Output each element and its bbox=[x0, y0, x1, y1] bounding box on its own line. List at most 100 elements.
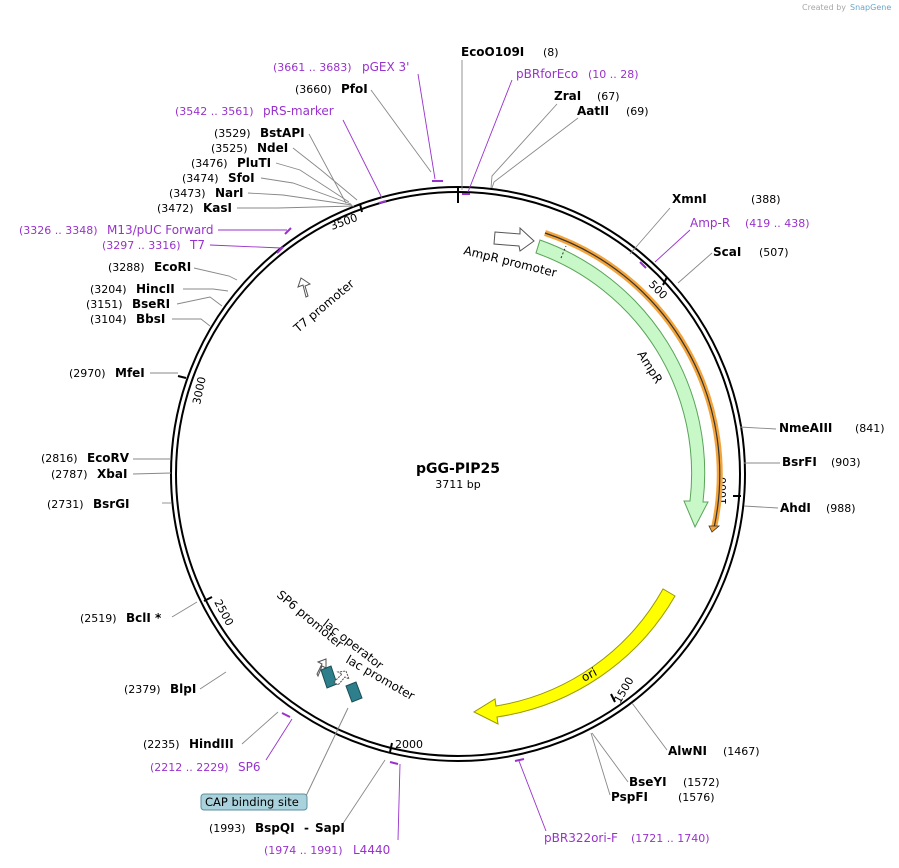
tick-label-3000: 3000 bbox=[190, 376, 209, 406]
primer-leader-ampr bbox=[654, 229, 691, 263]
features bbox=[297, 226, 723, 725]
leader-ahdi bbox=[743, 505, 779, 509]
site-label-ecori[interactable]: EcoRI bbox=[154, 260, 191, 274]
site-label-xbai[interactable]: XbaI bbox=[97, 467, 127, 481]
primer-label-sp6[interactable]: SP6 bbox=[238, 760, 261, 774]
site-pos-bseyi: (1572) bbox=[683, 776, 720, 789]
primer-range-m13: (3326 .. 3348) bbox=[19, 224, 98, 237]
leader-bbsi bbox=[172, 318, 211, 327]
site-pos-blpi: (2379) bbox=[124, 683, 161, 696]
site-pos-bstapi: (3529) bbox=[214, 127, 251, 140]
primer-mark-ampr bbox=[639, 261, 647, 269]
site-pos-bsrgi: (2731) bbox=[47, 498, 84, 511]
primer-range-t7: (3297 .. 3316) bbox=[102, 239, 181, 252]
site-label-kasi[interactable]: KasI bbox=[203, 201, 232, 215]
site-label-bspqi[interactable]: BspQI bbox=[255, 821, 295, 835]
t7-promoter-arrow bbox=[297, 277, 312, 298]
primer-range-pgex3: (3661 .. 3683) bbox=[273, 61, 352, 74]
site-label-scai[interactable]: ScaI bbox=[713, 245, 741, 259]
site-pos-pspfi: (1576) bbox=[678, 791, 715, 804]
primer-label-l4440[interactable]: L4440 bbox=[353, 843, 390, 857]
primer-label-ampr[interactable]: Amp-R bbox=[690, 216, 730, 230]
leader-bstapi bbox=[308, 133, 347, 204]
site-label-blpi[interactable]: BlpI bbox=[170, 682, 196, 696]
site-pos-mfei: (2970) bbox=[69, 367, 106, 380]
enzyme-labels: EcoO109I (8) ZraI (67) AatII (69) XmnI (… bbox=[41, 45, 885, 835]
primer-leader-pbr322 bbox=[518, 760, 547, 832]
leader-pluti bbox=[275, 162, 350, 203]
site-pos-zrai: (67) bbox=[597, 90, 620, 103]
site-pos-bsrfi: (903) bbox=[831, 456, 861, 469]
site-label-sfoi[interactable]: SfoI bbox=[228, 171, 255, 185]
site-pos-xbai: (2787) bbox=[51, 468, 88, 481]
site-label-pfoi[interactable]: PfoI bbox=[341, 82, 368, 96]
site-label-bseyi[interactable]: BseYI bbox=[629, 775, 667, 789]
site-label-bstapi[interactable]: BstAPI bbox=[260, 126, 305, 140]
leader-pspfi bbox=[590, 732, 611, 796]
primer-range-sp6: (2212 .. 2229) bbox=[150, 761, 229, 774]
primer-leader-prsmarker bbox=[342, 119, 383, 199]
site-pos-kasi: (3472) bbox=[157, 202, 194, 215]
site-label-pluti[interactable]: PluTI bbox=[237, 156, 271, 170]
primer-mark-sp6 bbox=[281, 712, 291, 718]
leader-zrai bbox=[490, 103, 558, 189]
site-label-bcli[interactable]: BclI * bbox=[126, 611, 162, 625]
tick-label-2000: 2000 bbox=[395, 738, 423, 751]
site-pos-ecorv: (2816) bbox=[41, 452, 78, 465]
ampr-gene-arrow bbox=[535, 239, 709, 529]
leader-hincii bbox=[183, 288, 229, 292]
site-pos-bspqi: (1993) bbox=[209, 822, 246, 835]
tick-mark-1500 bbox=[610, 693, 616, 703]
lac-operator-box-2 bbox=[345, 681, 363, 703]
primer-label-t7[interactable]: T7 bbox=[189, 238, 205, 252]
site-label-nmeaiii[interactable]: NmeAIII bbox=[779, 421, 832, 435]
feature-label-cap: CAP binding site bbox=[205, 795, 299, 809]
site-label-ecorv[interactable]: EcoRV bbox=[87, 451, 130, 465]
site-label-bbsi[interactable]: BbsI bbox=[136, 312, 165, 326]
primer-labels: (3661 .. 3683) pGEX 3' pBRforEco (10 .. … bbox=[19, 60, 810, 857]
primer-label-pbrforeco[interactable]: pBRforEco bbox=[516, 67, 578, 81]
site-pos-bseri: (3151) bbox=[86, 298, 123, 311]
site-pos-bbsi: (3104) bbox=[90, 313, 127, 326]
site-label-bsrgi[interactable]: BsrGI bbox=[93, 497, 130, 511]
site-label-bseri[interactable]: BseRI bbox=[132, 297, 170, 311]
brand-text: Created by bbox=[802, 3, 846, 12]
plasmid-length: 3711 bp bbox=[435, 478, 480, 491]
site-label-aatii[interactable]: AatII bbox=[577, 104, 609, 118]
site-label-ahdi[interactable]: AhdI bbox=[780, 501, 811, 515]
site-label-nari[interactable]: NarI bbox=[215, 186, 244, 200]
primer-range-pbr322: (1721 .. 1740) bbox=[631, 832, 710, 845]
site-label-pspfi[interactable]: PspFI bbox=[611, 790, 648, 804]
site-label-sapi[interactable]: SapI bbox=[315, 821, 345, 835]
leader-blpi bbox=[199, 671, 227, 690]
feature-label-ori: ori bbox=[579, 665, 599, 685]
site-label-xmni[interactable]: XmnI bbox=[672, 192, 707, 206]
amp-r-primer-arrowhead bbox=[708, 525, 721, 533]
site-label-bsrfi[interactable]: BsrFI bbox=[782, 455, 817, 469]
site-pos-hindiii: (2235) bbox=[143, 738, 180, 751]
tick-mark-2500 bbox=[203, 596, 213, 602]
site-pos-sfoi: (3474) bbox=[182, 172, 219, 185]
lac-promoter-arrow bbox=[333, 670, 350, 686]
site-pos-bcli: (2519) bbox=[80, 612, 117, 625]
primer-leader-t7 bbox=[209, 244, 282, 249]
site-label-ecoo109i[interactable]: EcoO109I bbox=[461, 45, 524, 59]
leader-nari bbox=[247, 192, 353, 206]
leader-kasi bbox=[237, 205, 355, 209]
site-label-ndei[interactable]: NdeI bbox=[257, 141, 288, 155]
site-label-alwni[interactable]: AlwNI bbox=[668, 744, 707, 758]
site-label-hincii[interactable]: HincII bbox=[136, 282, 175, 296]
primer-label-pgex3[interactable]: pGEX 3' bbox=[362, 60, 409, 74]
leader-aatii bbox=[491, 117, 579, 189]
site-pos-xmni: (388) bbox=[751, 193, 781, 206]
site-label-mfei[interactable]: MfeI bbox=[115, 366, 145, 380]
primer-label-pbr322[interactable]: pBR322ori-F bbox=[544, 831, 618, 845]
cap-leader bbox=[305, 707, 349, 797]
primer-label-prsmarker[interactable]: pRS-marker bbox=[263, 104, 334, 118]
leader-nmeaiii bbox=[739, 426, 777, 430]
site-label-zrai[interactable]: ZraI bbox=[554, 89, 581, 103]
primer-label-m13[interactable]: M13/pUC Forward bbox=[107, 223, 214, 237]
site-label-hindiii[interactable]: HindIII bbox=[189, 737, 234, 751]
leader-alwni bbox=[631, 702, 668, 751]
site-pos-hincii: (3204) bbox=[90, 283, 127, 296]
